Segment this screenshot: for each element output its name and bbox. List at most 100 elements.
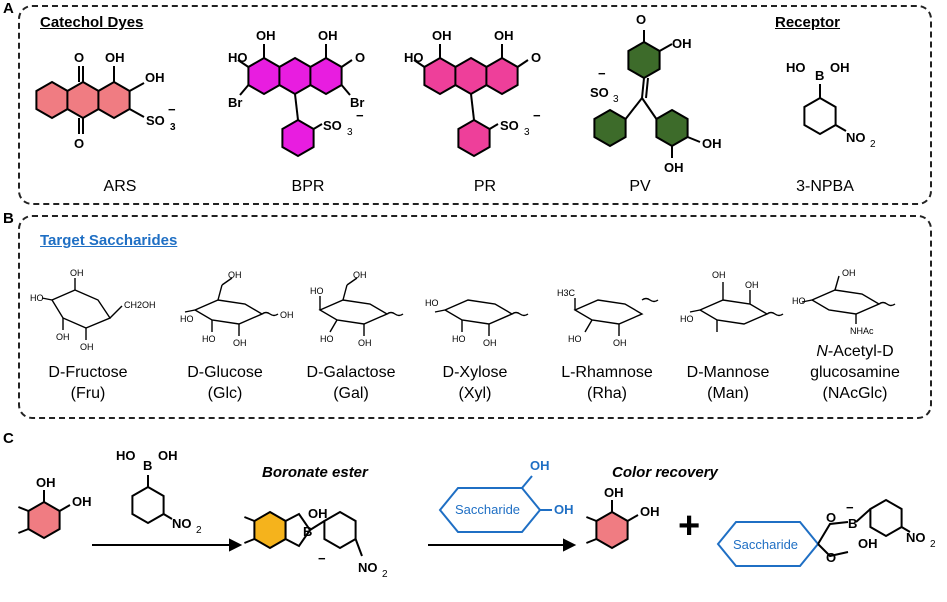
panel-a-letter: A [3, 0, 14, 17]
panel-a-box [18, 5, 932, 205]
product-oh-2: OH [640, 504, 660, 519]
bpr-ho: HO [228, 50, 248, 65]
mannose-structure [689, 282, 784, 332]
npba-reagent-no2: NO [172, 516, 192, 531]
reaction-arrow-2 [428, 538, 577, 552]
npba-reagent-b: B [143, 458, 152, 473]
nacglc-structure [801, 275, 896, 324]
fructose-oh-bottom: OH [80, 342, 94, 352]
catechol-dyes-heading: Catechol Dyes [40, 14, 144, 31]
galactose-oh-2: OH [358, 338, 372, 348]
ars-so3: SO [146, 113, 165, 128]
complex-minus: − [846, 500, 854, 515]
xylose-name: -Xylose [454, 364, 508, 381]
dye-label-bpr: BPR [291, 178, 325, 195]
mannose-prefix: D [686, 364, 699, 381]
npba-reagent-ho: HO [116, 448, 136, 463]
complex-boron-ring [817, 499, 911, 558]
nacglc-prefix-d: D [882, 343, 894, 360]
galactose-name: -Galactose [318, 364, 396, 381]
boronate-ester-label: Boronate ester [262, 464, 368, 481]
rhamnose-h3c: H3C [557, 288, 576, 298]
xylose-oh: OH [483, 338, 497, 348]
glucose-oh-3: OH [280, 310, 294, 320]
fructose-ho: HO [30, 293, 44, 303]
ester-no2-sub: 2 [382, 569, 388, 580]
bpr-br-2: Br [350, 95, 364, 110]
complex-o-1: O [826, 510, 836, 525]
saccharide-label-galactose: D-Galactose (Gal) [296, 362, 406, 404]
pr-oh-2: OH [494, 28, 514, 43]
panel-b-letter: B [3, 210, 14, 227]
xylose-structure [434, 299, 529, 336]
pv-oh-2: OH [702, 136, 722, 151]
mannose-oh-1: OH [712, 270, 726, 280]
rhamnose-oh: OH [613, 338, 627, 348]
fructose-abbr: (Fru) [70, 385, 106, 402]
fructose-oh-top: OH [70, 268, 84, 278]
bpr-minus: − [356, 108, 364, 123]
fructose-structure [41, 278, 123, 340]
npba-reagent [131, 475, 173, 524]
product-oh-1: OH [604, 485, 624, 500]
ars-o-top: O [74, 50, 84, 65]
saccharide-label-nacglc: N-Acetyl-D glucosamine (NAcGlc) [795, 341, 915, 404]
galactose-ho-2: HO [320, 334, 334, 344]
pr-so3-sub: 3 [524, 127, 530, 138]
fructose-oh-left: OH [56, 332, 70, 342]
complex-o-2: O [826, 550, 836, 565]
panel-c-letter: C [3, 430, 14, 447]
bpr-structure [237, 44, 353, 157]
saccharide-text-1: Saccharide [455, 502, 520, 517]
catechol-product [586, 500, 639, 549]
ars-so3-sub: 3 [170, 122, 176, 133]
npba-no2-sub: 2 [870, 139, 876, 150]
galactose-structure [318, 277, 404, 336]
rhamnose-prefix: L [561, 364, 571, 381]
complex-no2: NO [906, 530, 926, 545]
nacglc-abbr: (NAcGlc) [822, 385, 888, 402]
bpr-oh-2: OH [318, 28, 338, 43]
pv-structure [593, 30, 701, 158]
glucose-name: -Glucose [198, 364, 263, 381]
ars-oh-2: OH [145, 70, 165, 85]
catechol-oh-1: OH [36, 475, 56, 490]
fructose-prefix: D [48, 364, 60, 381]
nacglc-name-line2: glucosamine [810, 364, 900, 381]
pr-minus: − [533, 108, 541, 123]
pr-ho: HO [404, 50, 424, 65]
pv-so3-sub: 3 [613, 94, 619, 105]
bpr-o: O [355, 50, 365, 65]
complex-oh: OH [858, 536, 878, 551]
galactose-prefix: D [306, 364, 319, 381]
rhamnose-structure [573, 297, 659, 336]
mannose-name: -Mannose [698, 364, 770, 381]
reaction-arrow-1 [92, 538, 243, 552]
bpr-br-1: Br [228, 95, 242, 110]
saccharide-oh-2: OH [554, 502, 574, 517]
npba-structure [803, 84, 847, 135]
saccharide-label-mannose: D-Mannose (Man) [678, 362, 778, 404]
glucose-ho-2: HO [202, 334, 216, 344]
ester-minus: − [318, 551, 326, 566]
npba-oh: OH [830, 60, 850, 75]
nacglc-nhac: NHAc [850, 326, 874, 336]
pv-oh-3: OH [664, 160, 684, 175]
pr-o: O [531, 50, 541, 65]
galactose-ho: HO [310, 286, 324, 296]
panel-b-box [18, 215, 932, 419]
glucose-abbr: (Glc) [207, 385, 243, 402]
boronate-ester-structure [244, 511, 363, 557]
rhamnose-name: -Rhamnose [570, 364, 653, 381]
nacglc-oh-1: OH [842, 268, 856, 278]
saccharide-label-glucose: D-Glucose (Glc) [175, 362, 275, 404]
glucose-prefix: D [187, 364, 199, 381]
galactose-abbr: (Gal) [333, 385, 369, 402]
saccharide-text-2: Saccharide [733, 537, 798, 552]
receptor-heading: Receptor [775, 14, 841, 31]
receptor-label-3npba: 3-NPBA [796, 178, 854, 195]
glucose-structure [184, 277, 279, 336]
rhamnose-ho: HO [568, 334, 582, 344]
npba-reagent-oh: OH [158, 448, 178, 463]
